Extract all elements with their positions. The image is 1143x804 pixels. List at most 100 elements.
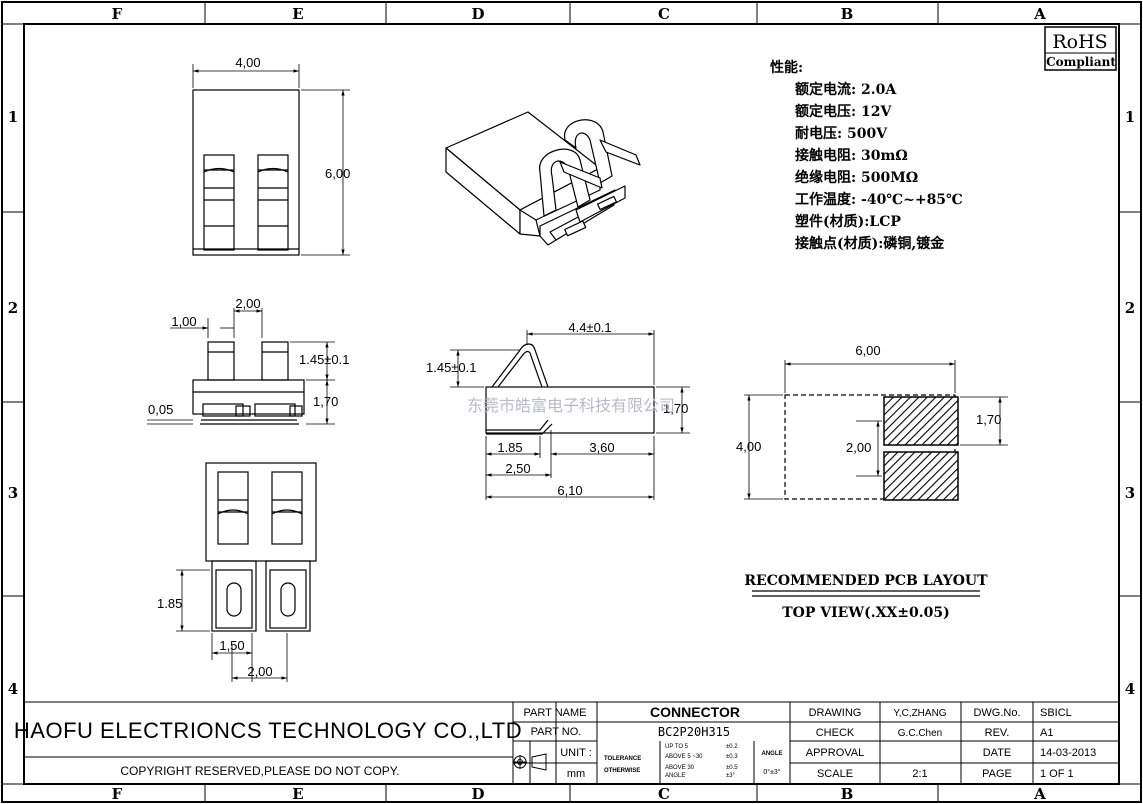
zone-row-1-left: 1 — [8, 108, 18, 126]
dim-prof-145: 1.45±0.1 — [426, 360, 477, 375]
pcb-caption-title: RECOMMENDED PCB LAYOUT — [744, 573, 988, 589]
tolerance-label: TOLERANCE — [604, 756, 641, 762]
company-name: HAOFU ELECTRIONCS TECHNOLOGY CO.,LTD — [14, 718, 522, 743]
rev-label: REV. — [985, 727, 1010, 739]
top-view-contact-left — [203, 154, 235, 251]
spec-line: 工作温度: -40℃~+85℃ — [795, 191, 963, 208]
rohs-sub: Compliant — [1046, 55, 1116, 69]
dim-bottom-200: 2,00 — [247, 664, 272, 679]
specs-heading: 性能: — [770, 59, 803, 76]
spec-line: 耐电压: 500V — [795, 125, 888, 142]
tol-value-2: ±0.3 — [726, 754, 738, 760]
unit-label: UNIT : — [560, 747, 592, 759]
page-value: 1 OF 1 — [1040, 768, 1074, 780]
drawing-label: DRAWING — [809, 707, 862, 719]
zone-col-f-top: F — [112, 5, 123, 23]
isometric-view — [445, 111, 641, 246]
angle-value: 0°±3° — [763, 768, 780, 776]
tol-range-2: ABOVE 5 ~30 — [665, 754, 703, 760]
check-by: G.C.Chen — [898, 728, 942, 739]
rohs-badge: RoHS Compliant — [1044, 26, 1117, 71]
zone-col-b-top: B — [841, 5, 854, 23]
check-label: CHECK — [816, 727, 855, 739]
zone-row-3-right: 3 — [1125, 484, 1135, 502]
dim-pcb-200: 2,00 — [846, 440, 871, 455]
dim-prof-360: 3,60 — [589, 440, 614, 455]
spec-line: 接触电阻: 30mΩ — [795, 147, 908, 164]
specs-block: 性能: 额定电流: 2.0A 额定电压: 12V 耐电压: 500V 接触电阻:… — [770, 59, 963, 252]
part-name-label: PART NAME — [524, 707, 587, 719]
tol-value-1: ±0.2 — [726, 744, 738, 750]
part-no-value: BC2P20H315 — [658, 725, 730, 739]
dim-bottom-185: 1.85 — [157, 596, 182, 611]
dim-prof-610: 6,10 — [557, 483, 582, 498]
zone-col-c-bottom: C — [658, 785, 670, 803]
pcb-layout — [744, 360, 1008, 501]
zone-col-f-bottom: F — [112, 785, 123, 803]
zone-col-d-bottom: D — [471, 785, 484, 803]
tol-range-3: ABOVE 30 — [665, 765, 695, 771]
part-no-label: PART NO. — [531, 726, 582, 738]
zone-col-e-bottom: E — [292, 785, 303, 803]
dwg-label: DWG.No. — [973, 707, 1020, 719]
zone-row-1-right: 1 — [1125, 108, 1135, 126]
dim-side-145: 1.45±0.1 — [299, 352, 350, 367]
dim-top-width: 4,00 — [235, 55, 260, 70]
spec-line: 接触点(材质):磷铜,镀金 — [795, 235, 945, 252]
dim-bottom-150: 1,50 — [219, 638, 244, 653]
dim-pcb-400: 4,00 — [736, 439, 761, 454]
tol-range-4: ANGLE — [665, 773, 685, 779]
dim-prof-170: 1,70 — [663, 401, 688, 416]
rev-value: A1 — [1040, 727, 1053, 739]
zone-row-4-right: 4 — [1125, 680, 1135, 698]
approval-label: APPROVAL — [806, 747, 865, 759]
dim-side-170: 1,70 — [313, 394, 338, 409]
tol-value-3: ±0.5 — [726, 765, 738, 771]
dwg-value: SBICL — [1040, 707, 1072, 719]
pcb-pad-2 — [883, 451, 959, 501]
angle-label: ANGLE — [762, 751, 783, 757]
rohs-title: RoHS — [1052, 31, 1107, 53]
zone-col-c-top: C — [658, 5, 670, 23]
dim-side-005: 0,05 — [148, 402, 173, 417]
spec-line: 塑件(材质):LCP — [795, 213, 901, 230]
dim-pcb-600: 6,00 — [855, 343, 880, 358]
zone-row-2-left: 2 — [8, 299, 18, 317]
date-value: 14-03-2013 — [1040, 747, 1096, 759]
pcb-caption-view: TOP VIEW(.XX±0.05) — [782, 605, 950, 621]
zone-row-2-right: 2 — [1125, 299, 1135, 317]
page-label: PAGE — [982, 768, 1012, 780]
title-block — [24, 701, 1119, 784]
dim-side-pitch: 2,00 — [235, 296, 260, 311]
drawing-by: Y,C,ZHANG — [893, 708, 946, 719]
watermark: 东莞市皓富电子科技有限公司 — [467, 396, 675, 415]
dim-prof-44: 4.4±0.1 — [568, 320, 611, 335]
front-view — [147, 308, 335, 425]
contact-profile-view — [450, 330, 690, 500]
tol-range-1: UP TO 5 — [665, 744, 689, 750]
zone-col-a-top: A — [1033, 5, 1046, 23]
part-name-value: CONNECTOR — [650, 704, 740, 720]
zone-col-e-top: E — [292, 5, 303, 23]
zone-row-4-left: 4 — [8, 680, 18, 698]
spec-line: 额定电压: 12V — [795, 103, 893, 120]
spec-line: 额定电流: 2.0A — [795, 81, 897, 98]
top-view — [192, 64, 350, 256]
dim-prof-185: 1.85 — [497, 440, 522, 455]
pcb-pad-1 — [883, 396, 959, 446]
date-label: DATE — [983, 747, 1012, 759]
zone-col-d-top: D — [471, 5, 484, 23]
dim-prof-250: 2,50 — [505, 461, 530, 476]
bottom-view — [176, 462, 317, 682]
first-angle-symbol — [513, 753, 547, 771]
tolerance-label-2: OTHERWISE — [604, 768, 640, 774]
zone-col-b-bottom: B — [841, 785, 854, 803]
dim-pcb-170: 1,70 — [976, 412, 1001, 427]
dim-top-height: 6,00 — [325, 166, 350, 181]
copyright-notice: COPYRIGHT RESERVED,PLEASE DO NOT COPY. — [120, 764, 399, 778]
spec-line: 绝缘电阻: 500MΩ — [795, 169, 918, 186]
tol-value-4: ±3° — [726, 773, 736, 779]
scale-label: SCALE — [817, 768, 853, 780]
